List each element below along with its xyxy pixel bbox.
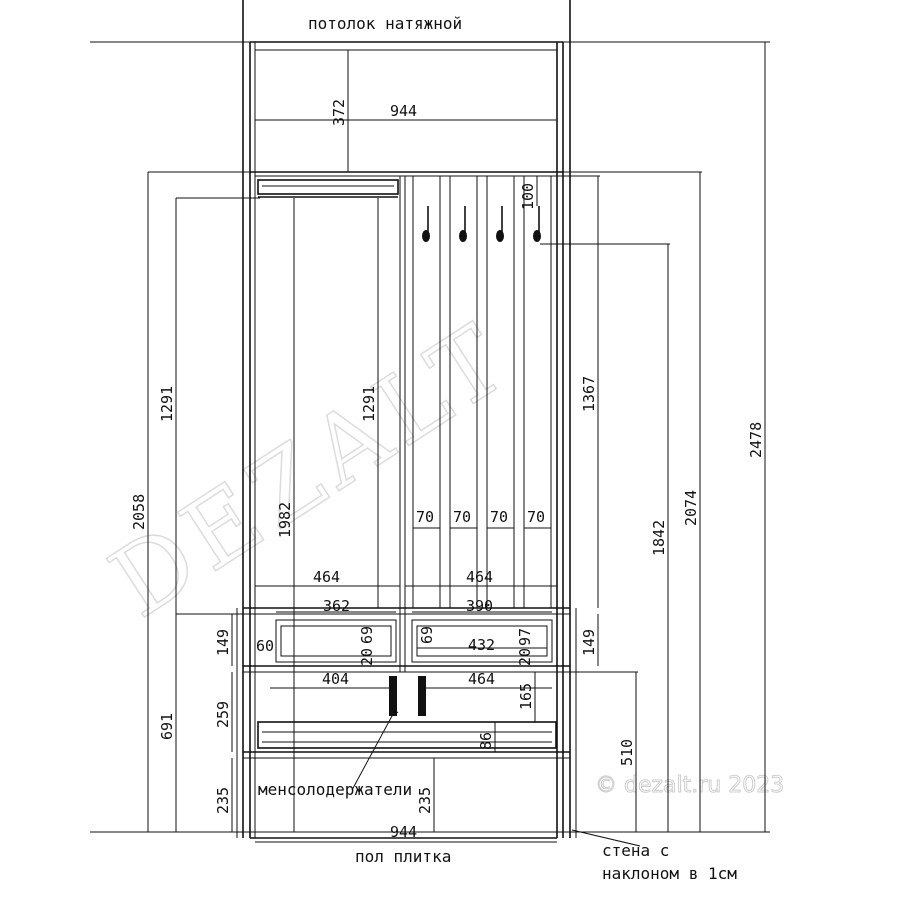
drawers: [275, 619, 553, 663]
dim-2478: 2478: [747, 422, 765, 458]
dim-right-464: 464: [466, 568, 493, 586]
ceiling-label: потолок натяжной: [308, 14, 462, 33]
dim-69-left: 69: [358, 626, 376, 644]
dim-1367: 1367: [580, 376, 598, 412]
dim-235-mid: 235: [416, 787, 434, 814]
dim-slat-3: 70: [490, 508, 508, 526]
dim-86: 86: [477, 732, 495, 750]
dim-259: 259: [214, 701, 232, 728]
dim-100: 100: [519, 183, 537, 210]
wall-note-line1: стена с: [602, 841, 669, 860]
vertical-slats: [412, 176, 552, 608]
dim-404: 404: [322, 670, 349, 688]
dim-slat-1: 70: [416, 508, 434, 526]
hook-icon: [422, 206, 430, 242]
hanging-rail: [257, 179, 399, 198]
dim-left-1291: 1291: [158, 386, 176, 422]
dim-390: 390: [466, 597, 493, 615]
shelf-supports-label: менсолодержатели: [258, 780, 412, 799]
floor-label: пол плитка: [355, 847, 451, 866]
hook-icon: [459, 206, 467, 242]
dim-149-left: 149: [214, 629, 232, 656]
shelf-supports: [389, 676, 426, 716]
dim-235-left: 235: [214, 787, 232, 814]
dim-20-right: 20: [516, 648, 534, 666]
dim-top-width: 944: [390, 102, 417, 120]
dim-mezzanine-372: 372: [330, 99, 348, 126]
dimension-lines: [147, 42, 766, 843]
dim-bottom-width: 944: [390, 823, 417, 841]
hook-icon: [496, 206, 504, 242]
dim-165: 165: [517, 683, 535, 710]
dim-2074: 2074: [682, 490, 700, 526]
hook-icon: [533, 206, 541, 242]
dim-lower-464: 464: [468, 670, 495, 688]
dim-510: 510: [618, 739, 636, 766]
watermark-brand: DEZALT: [92, 300, 531, 640]
dim-1842: 1842: [650, 520, 668, 556]
dim-432: 432: [468, 636, 495, 654]
watermark-copyright: © dezalt.ru 2023: [595, 773, 784, 798]
dim-2058: 2058: [130, 494, 148, 530]
dim-1982: 1982: [276, 502, 294, 538]
dim-60: 60: [256, 637, 274, 655]
shoe-rack: [257, 721, 557, 749]
dim-20-left: 20: [358, 648, 376, 666]
cabinet-body: [236, 0, 577, 839]
dim-691: 691: [158, 713, 176, 740]
dim-362: 362: [323, 597, 350, 615]
shelf-support-leader: [351, 711, 399, 791]
wall-note-leader: [571, 829, 641, 847]
dim-left-464: 464: [313, 568, 340, 586]
coat-hooks: [422, 206, 541, 242]
dim-69-right: 69: [418, 626, 436, 644]
wall-note-line2: наклоном в 1см: [602, 864, 737, 883]
dim-97: 97: [516, 628, 534, 646]
dim-slat-2: 70: [453, 508, 471, 526]
dim-149-right: 149: [580, 629, 598, 656]
dim-slat-4: 70: [527, 508, 545, 526]
dim-mid-1291: 1291: [360, 386, 378, 422]
